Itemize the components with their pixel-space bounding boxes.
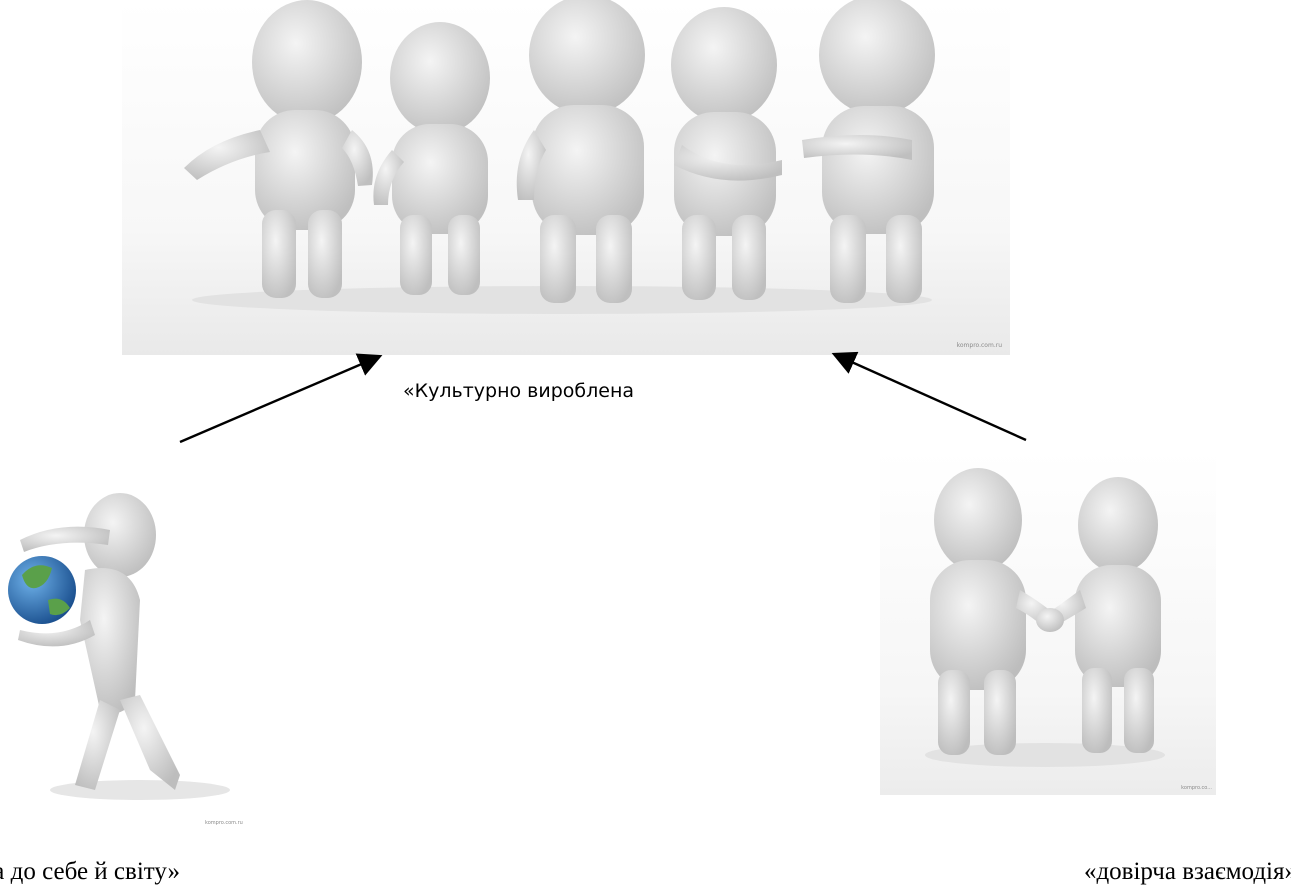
- arrow-left-to-group: [179, 353, 383, 444]
- people-group-image: kompro.com.ru: [122, 0, 1010, 355]
- group-watermark: kompro.com.ru: [956, 342, 1002, 349]
- self-trust-image: kompro.com.ru: [0, 490, 260, 830]
- left-caption: віра до себе й світу»: [0, 858, 180, 885]
- arrow-right-to-group: [831, 351, 1027, 442]
- right-caption: «довірча взаємодія»: [1083, 858, 1291, 885]
- handshake-icon: [925, 468, 1165, 767]
- people-group-icon: [184, 0, 935, 314]
- trusting-interaction-image: kompro.co...: [880, 450, 1216, 795]
- center-caption: «Культурно вироблена: [403, 380, 635, 402]
- self-watermark: kompro.com.ru: [205, 820, 243, 826]
- person-holding-globe-icon: [8, 493, 230, 800]
- pair-watermark: kompro.co...: [1181, 785, 1212, 791]
